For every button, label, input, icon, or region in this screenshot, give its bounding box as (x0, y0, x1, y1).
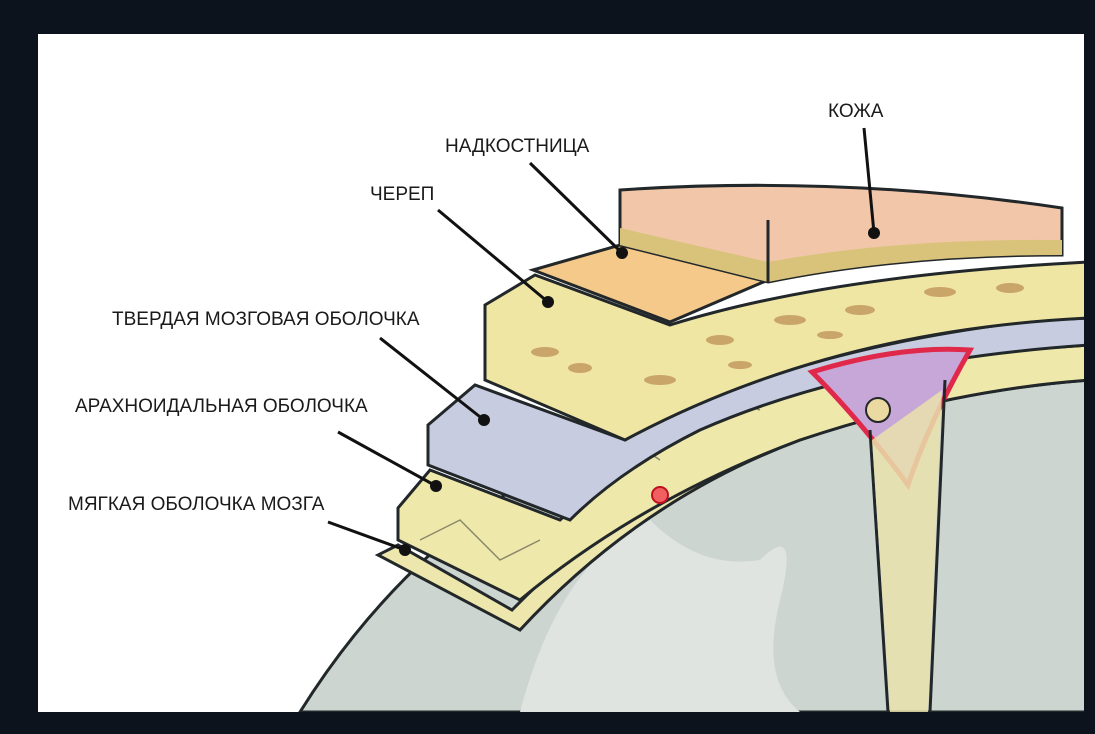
label-pia: МЯГКАЯ ОБОЛОЧКА МОЗГА (68, 494, 325, 515)
label-skin: КОЖА (828, 101, 884, 122)
label-skull: ЧЕРЕП (370, 184, 434, 205)
label-arachnoid: АРАХНОИДАЛЬНАЯ ОБОЛОЧКА (75, 396, 368, 417)
label-periosteum: НАДКОСТНИЦА (445, 136, 590, 157)
vessel-red-icon (652, 487, 668, 503)
arachnoid-granulation (866, 398, 890, 422)
label-dura: ТВЕРДАЯ МОЗГОВАЯ ОБОЛОЧКА (112, 309, 420, 330)
